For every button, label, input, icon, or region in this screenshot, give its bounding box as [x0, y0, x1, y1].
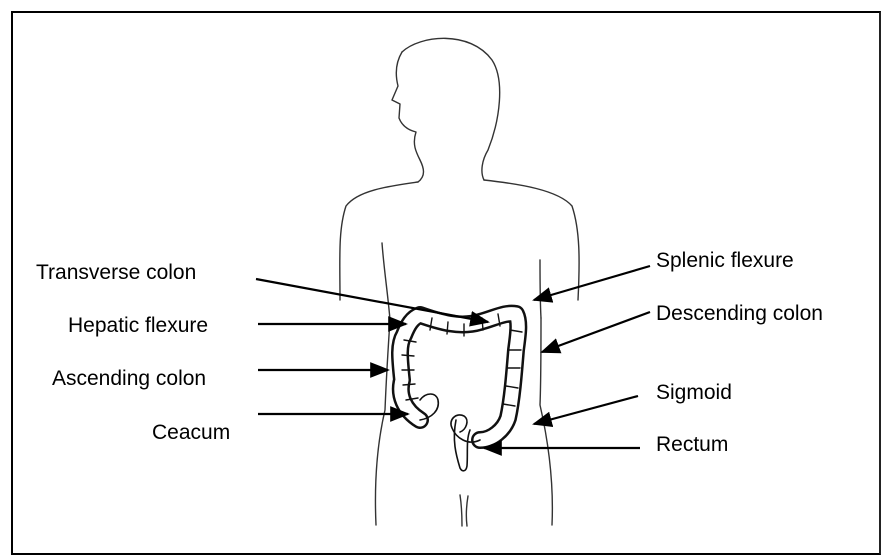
label-ascending-colon: Ascending colon	[52, 368, 206, 389]
label-transverse-colon: Transverse colon	[36, 262, 196, 283]
label-hepatic-flexure: Hepatic flexure	[68, 315, 208, 336]
arrow-sigmoid	[534, 396, 638, 424]
arrow-descending-colon	[542, 312, 650, 352]
arrow-transverse-colon	[256, 279, 488, 322]
label-ceacum: Ceacum	[152, 422, 230, 443]
label-rectum: Rectum	[656, 434, 728, 455]
arrows	[256, 266, 650, 448]
body-outline	[340, 38, 579, 526]
label-splenic-flexure: Splenic flexure	[656, 250, 794, 271]
label-sigmoid: Sigmoid	[656, 382, 732, 403]
label-descending-colon: Descending colon	[656, 303, 823, 324]
arrow-splenic-flexure	[534, 266, 650, 300]
